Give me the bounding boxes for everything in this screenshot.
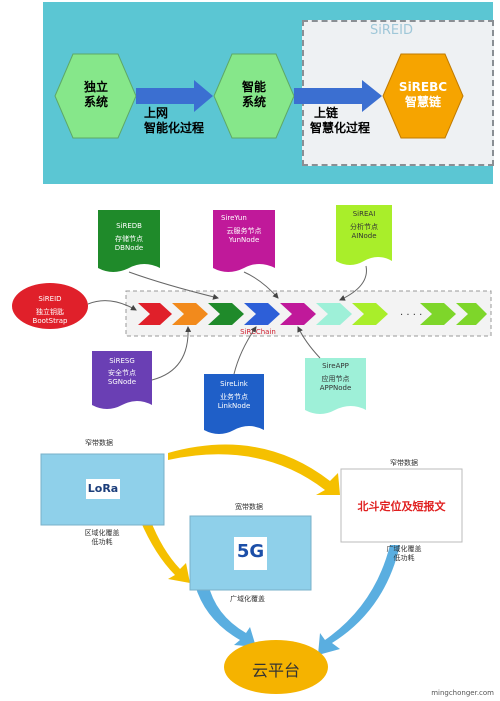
network-diagram: [40, 444, 463, 694]
chevron-9: [456, 303, 487, 325]
chevron-8: [420, 303, 456, 325]
connector-sireai: [339, 265, 367, 301]
sireid-box-title: SiREID: [370, 23, 413, 38]
chevron-2: [172, 303, 208, 325]
arrow-5g-to-cloud: [195, 583, 256, 647]
top-shapes: [54, 53, 464, 139]
connector-siresg: [151, 326, 192, 381]
connector-sireid: [87, 300, 137, 311]
arrow-beidou-to-cloud: [318, 545, 400, 655]
node-sirelink: [204, 374, 264, 434]
chevron-7: [352, 303, 388, 325]
node-sireai: [336, 205, 392, 265]
watermark: mingchonger.com: [431, 689, 494, 697]
node-siresg: [92, 351, 152, 409]
connector-siredb: [128, 271, 219, 300]
arrow-online-label: 上网智能化过程: [143, 106, 204, 135]
chevron-5: [280, 303, 316, 325]
lora-logo: LoRa: [87, 482, 119, 495]
chevron-6: [316, 303, 352, 325]
lora-title: 窄带数据: [85, 439, 113, 447]
fiveg-logo: 5G: [236, 541, 265, 562]
connector-sireapp: [297, 326, 321, 359]
beidou-box: [340, 468, 463, 543]
connector-sireyun: [243, 271, 279, 299]
hex-smart-label: 智能系统: [241, 80, 266, 109]
chevron-4: [244, 303, 280, 325]
hex-sirebc: [382, 53, 464, 139]
node-sireyun: [213, 210, 275, 272]
chevron-1: [138, 303, 172, 325]
arrow-chain: [294, 80, 382, 112]
cloud-platform: [224, 640, 328, 694]
arrow-lora-to-beidou: [168, 444, 340, 495]
chain-dots: · · · ·: [400, 310, 422, 321]
arrow-lora-to-5g: [140, 519, 190, 583]
chevron-3: [208, 303, 244, 325]
chain-label: SiREChain: [240, 328, 276, 336]
arrow-chain-label: 上链智慧化过程: [309, 106, 370, 135]
node-sireapp: [305, 358, 366, 414]
beidou-title: 窄带数据: [390, 459, 418, 467]
fiveg-caption: 广域化覆盖: [230, 595, 265, 603]
lora-caption: 区域化覆盖低功耗: [84, 529, 120, 546]
arrow-online: [136, 80, 213, 112]
chain-diagram: · · · · SiREChain: [12, 205, 492, 434]
cloud-platform-label: 云平台: [251, 661, 300, 680]
node-siredb: [98, 210, 160, 272]
lora-logo-bg: [86, 479, 120, 499]
hex-standalone-label: 独立系统: [83, 80, 108, 109]
connector-sirelink: [233, 326, 257, 375]
beidou-caption: 广域化覆盖低功耗: [386, 545, 422, 562]
fiveg-logo-bg: [234, 537, 267, 570]
fiveg-title: 宽带数据: [235, 503, 263, 511]
beidou-text: 北斗定位及短报文: [357, 500, 446, 513]
node-sireid: [12, 283, 88, 329]
